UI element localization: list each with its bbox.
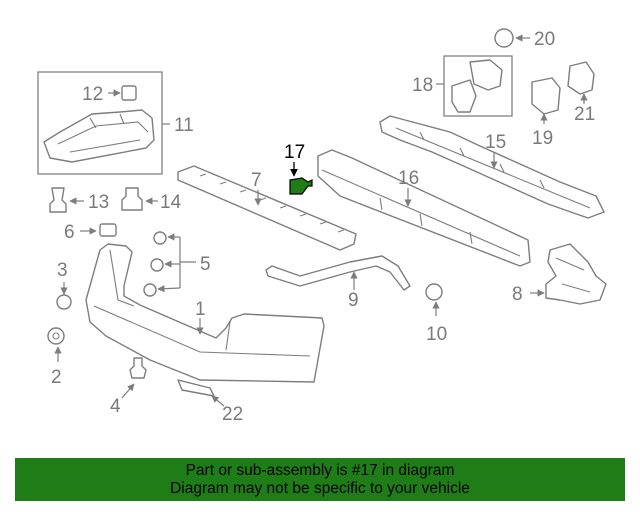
callout-11: 11	[174, 115, 194, 136]
callout-14: 14	[160, 192, 182, 213]
callout-15: 15	[485, 132, 506, 153]
part-19-sensor	[531, 77, 561, 115]
part-10-bolt	[425, 283, 443, 301]
parts-diagram: 12 11 13 14 6 5 3 2	[37, 28, 607, 425]
callout-9: 9	[348, 290, 359, 311]
part-5-fastener-a	[153, 231, 167, 245]
part-11-box	[37, 71, 163, 175]
part-2-grommet	[47, 327, 65, 345]
part-5-fastener-c	[143, 283, 157, 297]
part-4-clip	[129, 357, 147, 379]
part-10-group: 10	[425, 283, 447, 345]
part-18-sensor-b	[451, 79, 477, 113]
part-15-group: 15	[379, 115, 605, 219]
callout-21: 21	[574, 104, 595, 125]
part-4-group: 4	[110, 357, 147, 417]
part-13-group: 13	[49, 187, 109, 213]
part-21-group: 21	[567, 61, 595, 125]
callout-13: 13	[88, 192, 109, 213]
part-2-group: 2	[47, 327, 65, 388]
part-19-group: 19	[531, 77, 561, 149]
callout-3: 3	[57, 260, 68, 281]
part-6-clip	[99, 223, 117, 237]
part-11-group: 12 11	[37, 71, 194, 175]
callout-6: 6	[64, 222, 75, 243]
callout-18: 18	[412, 75, 433, 96]
callout-16: 16	[398, 168, 419, 189]
callout-12: 12	[82, 84, 103, 105]
part-3-group: 3	[56, 260, 72, 310]
part-17-bolt	[289, 177, 313, 195]
part-22-group: 22	[177, 379, 243, 425]
fitment-banner: Part or sub-assembly is #17 in diagram D…	[15, 458, 625, 501]
callout-7: 7	[251, 170, 262, 191]
banner-line-1: Part or sub-assembly is #17 in diagram	[185, 462, 455, 479]
callout-4: 4	[110, 396, 121, 417]
part-7-step-plate	[177, 165, 357, 251]
part-8-bracket	[545, 243, 607, 305]
part-5-group: 5	[143, 231, 211, 297]
part-9-group: 9	[265, 255, 411, 311]
part-22-reflector	[177, 379, 215, 397]
callout-10: 10	[426, 324, 447, 345]
part-9-strip	[265, 255, 411, 291]
callout-17: 17	[284, 142, 305, 163]
part-6-group: 6	[64, 222, 117, 243]
part-18-box	[443, 55, 513, 117]
part-1-bumper-cover	[85, 243, 325, 383]
part-16-group: 16	[317, 149, 531, 267]
callout-8: 8	[512, 284, 523, 305]
part-18-sensor-a	[469, 59, 503, 91]
callout-5: 5	[200, 254, 211, 275]
callout-1: 1	[195, 299, 206, 320]
part-5-fastener-b	[150, 258, 164, 272]
callout-20: 20	[534, 29, 555, 50]
part-17-group: 17	[284, 142, 313, 195]
callout-2: 2	[51, 367, 62, 388]
part-20-grommet	[494, 28, 514, 48]
part-14-group: 14	[121, 187, 182, 213]
part-8-group: 8	[512, 243, 607, 305]
part-12-clip	[121, 85, 137, 101]
part-3-bolt	[56, 294, 72, 310]
part-21-holder	[567, 61, 595, 95]
part-14-clip	[121, 187, 143, 211]
part-18-group: 18	[412, 55, 513, 117]
callout-22: 22	[222, 404, 243, 425]
part-20-group: 20	[494, 28, 555, 50]
part-1-group: 1	[85, 243, 325, 383]
part-13-clip	[49, 187, 67, 213]
part-7-group: 7	[177, 165, 357, 251]
callout-19: 19	[532, 128, 553, 149]
part-11-bracket	[43, 109, 155, 163]
banner-line-2: Diagram may not be specific to your vehi…	[170, 480, 470, 497]
